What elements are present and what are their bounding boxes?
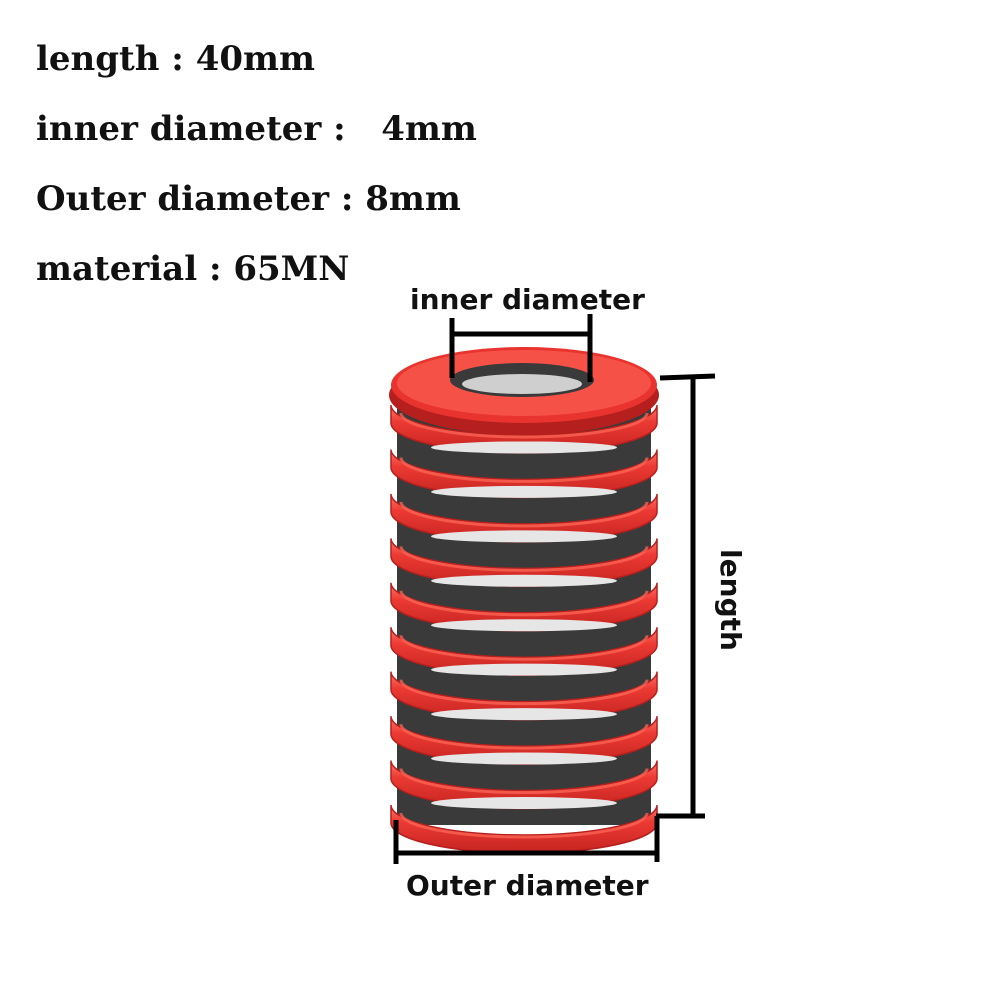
spring-coil (390, 752, 658, 810)
spec-material: material : 65MN (36, 249, 350, 289)
spec-length: length : 40mm (36, 39, 315, 79)
length-label: length (714, 549, 747, 651)
spring-coil (390, 441, 658, 499)
spring-body (390, 395, 658, 854)
outer-diameter-label: Outer diameter (406, 869, 649, 902)
length-dimension (656, 373, 716, 819)
spring-coil (390, 619, 658, 676)
spring-coil (390, 485, 658, 543)
inner-diameter-dimension (449, 314, 593, 382)
spec-outer-diameter: Outer diameter : 8mm (36, 179, 461, 219)
spec-inner-diameter: inner diameter : 4mm (36, 109, 477, 149)
spring-coil (390, 530, 658, 588)
outer-diameter-dimension (393, 816, 660, 864)
inner-diameter-label: inner diameter (410, 283, 645, 316)
spring-coil (390, 797, 658, 854)
spring-top-ring (389, 347, 659, 435)
